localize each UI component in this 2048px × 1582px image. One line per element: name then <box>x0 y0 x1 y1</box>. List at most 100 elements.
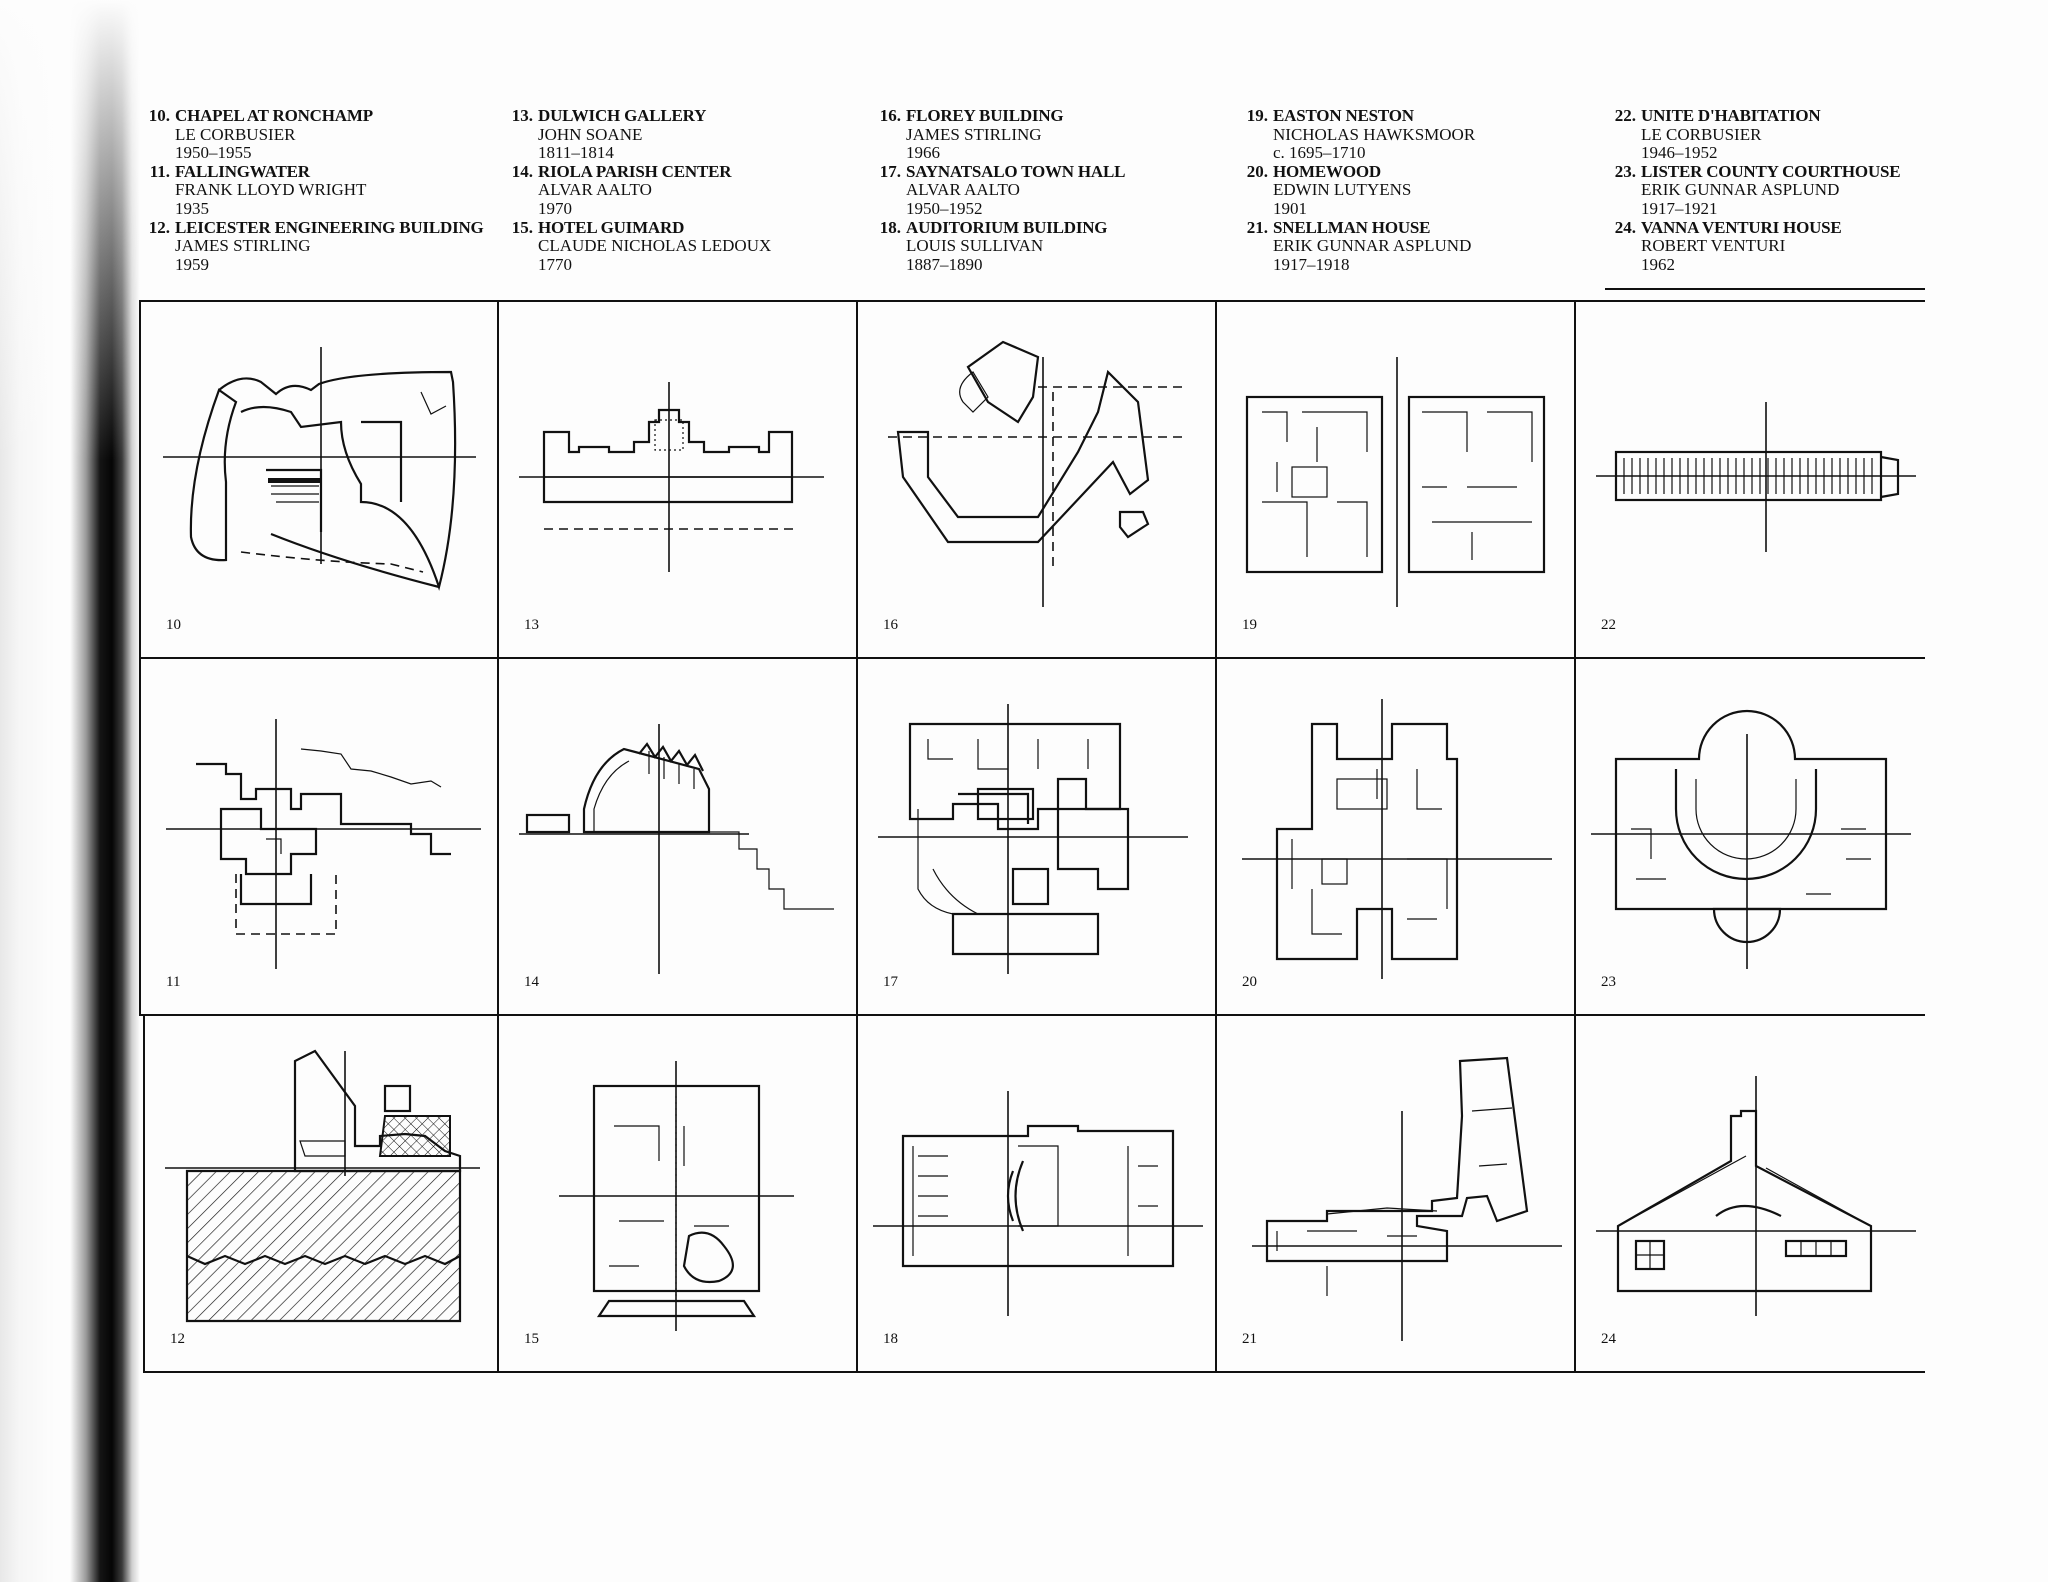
architect-name: ROBERT VENTURI <box>1641 236 1786 256</box>
building-name: UNITE D'HABITATION <box>1641 106 1821 125</box>
grid-rule-v <box>1574 300 1576 1373</box>
grid-rule-h <box>139 300 1925 302</box>
plan-number: 20 <box>1242 974 1257 990</box>
grid-rule-v <box>139 300 141 1014</box>
plan-19-easton-neston: 19 <box>1217 302 1577 658</box>
building-date: 1770 <box>538 254 572 274</box>
plan-20-homewood: 20 <box>1217 659 1577 1015</box>
legend-underline <box>1605 288 1925 290</box>
building-name: SAYNATSALO TOWN HALL <box>906 161 1126 181</box>
building-date: 1811–1814 <box>538 143 614 163</box>
building-name: CHAPEL AT RONCHAMP <box>175 106 373 125</box>
building-name: HOMEWOOD <box>1273 161 1381 181</box>
architect-name: LE CORBUSIER <box>175 124 296 144</box>
plan-12-leicester-engineering-building: 12 <box>145 1016 505 1372</box>
architect-name: JOHN SOANE <box>538 124 643 144</box>
plan-number: 11 <box>166 974 181 990</box>
entry-number: 12. <box>148 217 170 237</box>
building-date: c. 1695–1710 <box>1273 143 1366 163</box>
plan-number: 19 <box>1242 617 1257 633</box>
entry-number: 13. <box>511 106 533 125</box>
building-name: EASTON NESTON <box>1273 106 1414 125</box>
entry-number: 17. <box>879 161 901 181</box>
building-date: 1917–1921 <box>1641 198 1718 218</box>
plan-number: 24 <box>1601 1331 1616 1347</box>
building-name: AUDITORIUM BUILDING <box>906 217 1108 237</box>
plan-17-saynatsalo-town-hall: 17 <box>858 659 1218 1015</box>
architect-name: JAMES STIRLING <box>175 236 311 256</box>
plan-number: 12 <box>170 1331 185 1347</box>
architect-name: EDWIN LUTYENS <box>1273 180 1412 200</box>
plan-13-dulwich-gallery: 13 <box>499 302 859 658</box>
grid-rule-v <box>1215 300 1217 1373</box>
grid-rule-h <box>143 1371 1925 1373</box>
building-name: FALLINGWATER <box>175 161 310 181</box>
plan-10-chapel-at-ronchamp: 10 <box>141 302 501 658</box>
building-date: 1950–1955 <box>175 143 252 163</box>
entry-number: 14. <box>511 161 533 181</box>
architect-name: ALVAR AALTO <box>906 180 1020 200</box>
grid-rule-v <box>143 1014 145 1373</box>
grid-rule-v <box>497 300 499 1373</box>
plan-21-snellman-house: 21 <box>1217 1016 1577 1372</box>
building-name: HOTEL GUIMARD <box>538 217 685 237</box>
plan-number: 10 <box>166 617 181 633</box>
entry-number: 19. <box>1246 106 1268 125</box>
building-name: LISTER COUNTY COURTHOUSE <box>1641 161 1901 181</box>
entry-number: 23. <box>1614 161 1636 181</box>
building-date: 1935 <box>175 198 209 218</box>
building-name: FLOREY BUILDING <box>906 106 1064 125</box>
entry-number: 11. <box>149 161 170 181</box>
plan-number: 23 <box>1601 974 1616 990</box>
building-date: 1887–1890 <box>906 254 983 274</box>
plan-number: 15 <box>524 1331 539 1347</box>
entry-number: 18. <box>879 217 901 237</box>
building-name: SNELLMAN HOUSE <box>1273 217 1431 237</box>
plan-15-hotel-guimard: 15 <box>499 1016 859 1372</box>
architect-name: LOUIS SULLIVAN <box>906 236 1044 256</box>
building-date: 1959 <box>175 254 209 274</box>
building-date: 1901 <box>1273 198 1307 218</box>
building-date: 1970 <box>538 198 572 218</box>
plan-number: 22 <box>1601 617 1616 633</box>
plan-14-riola-parish-center: 14 <box>499 659 859 1015</box>
plan-16-florey-building: 16 <box>858 302 1218 658</box>
plan-11-fallingwater: 11 <box>141 659 501 1015</box>
plan-number: 14 <box>524 974 539 990</box>
grid-rule-h <box>139 1014 1925 1016</box>
building-date: 1966 <box>906 143 940 163</box>
architect-name: ERIK GUNNAR ASPLUND <box>1641 180 1840 200</box>
plan-number: 17 <box>883 974 898 990</box>
plan-22-unite-dhabitation: 22 <box>1576 302 1936 658</box>
architect-name: ERIK GUNNAR ASPLUND <box>1273 236 1472 256</box>
building-name: LEICESTER ENGINEERING BUILDING <box>175 217 484 237</box>
building-date: 1917–1918 <box>1273 254 1350 274</box>
plan-24-vanna-venturi-house: 24 <box>1576 1016 1936 1372</box>
plan-23-lister-county-courthouse: 23 <box>1576 659 1936 1015</box>
architect-name: CLAUDE NICHOLAS LEDOUX <box>538 236 772 256</box>
entry-number: 24. <box>1614 217 1636 237</box>
plan-number: 13 <box>524 617 539 633</box>
plan-number: 21 <box>1242 1331 1257 1347</box>
building-name: DULWICH GALLERY <box>538 106 707 125</box>
